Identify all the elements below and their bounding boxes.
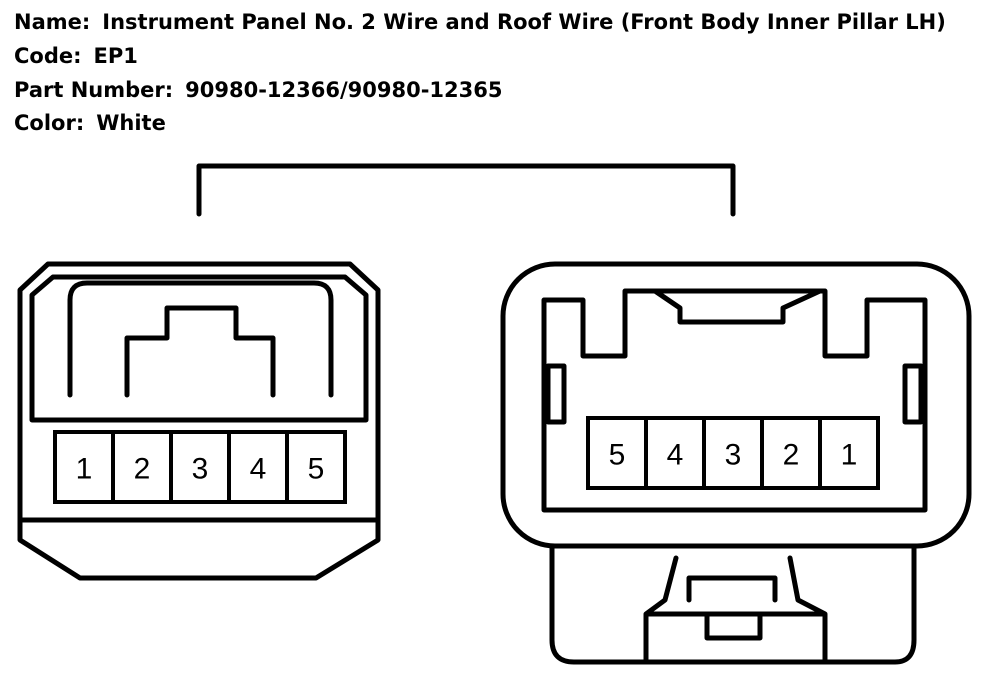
- color-line: Color: White: [14, 110, 166, 136]
- code-line: Code: EP1: [14, 43, 138, 69]
- mating-bracket: [196, 163, 736, 217]
- right-pin-cell: [586, 416, 648, 490]
- color-label: Color:: [14, 111, 85, 135]
- name-label: Name:: [14, 10, 91, 34]
- left-pin-cell: [227, 430, 289, 504]
- left-connector-lock-frame: [67, 280, 334, 398]
- code-value: EP1: [93, 44, 138, 68]
- code-label: Code:: [14, 44, 82, 68]
- right-pin-number: 2: [783, 439, 800, 472]
- right-connector: 5 4 3 2 1: [500, 261, 972, 665]
- right-pin-cell: [818, 416, 880, 490]
- left-connector-latch: [124, 305, 276, 398]
- right-connector-right-guide: [902, 363, 924, 425]
- left-pin-number: 1: [76, 453, 93, 486]
- part-number-label: Part Number:: [14, 78, 174, 102]
- color-value: White: [96, 111, 166, 135]
- right-connector-key: [652, 288, 823, 325]
- right-connector-lock-tab: [686, 575, 778, 641]
- left-pin-cell: [285, 430, 347, 504]
- part-number-value: 90980-12366/90980-12365: [185, 78, 503, 102]
- left-pin-row: 1 2 3 4 5: [53, 430, 347, 504]
- left-pin-cell: [111, 430, 173, 504]
- right-connector-lock-arm: [643, 555, 828, 665]
- left-connector: 1 2 3 4 5: [17, 261, 381, 581]
- right-pin-number: 1: [841, 439, 858, 472]
- right-connector-body: [500, 261, 972, 549]
- left-connector-bottom-skirt: [17, 517, 381, 581]
- right-pin-number: 5: [609, 439, 626, 472]
- left-connector-inner-wall: [29, 274, 369, 423]
- right-connector-cavity: [541, 288, 928, 513]
- left-pin-number: 2: [134, 453, 151, 486]
- part-number-line: Part Number: 90980-12366/90980-12365: [14, 77, 502, 103]
- right-pin-number: 4: [667, 439, 684, 472]
- right-pin-number: 3: [725, 439, 742, 472]
- name-value: Instrument Panel No. 2 Wire and Roof Wir…: [102, 10, 946, 34]
- left-pin-number: 3: [192, 453, 209, 486]
- right-connector-lower-housing: [549, 543, 917, 665]
- right-connector-left-guide: [545, 363, 567, 425]
- name-line: Name: Instrument Panel No. 2 Wire and Roo…: [14, 9, 946, 35]
- left-pin-number: 5: [308, 453, 325, 486]
- right-pin-row: 5 4 3 2 1: [586, 416, 880, 490]
- left-pin-number: 4: [250, 453, 267, 486]
